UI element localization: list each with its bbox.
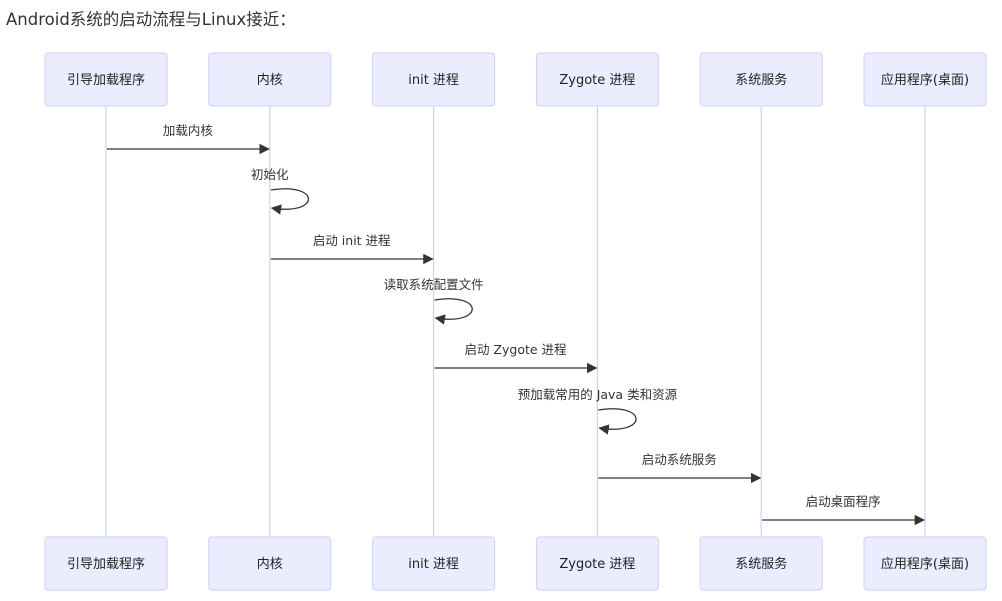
actor-bottom-4: 系统服务 bbox=[699, 536, 823, 591]
actor-box bbox=[372, 52, 496, 107]
message-label: 启动桌面程序 bbox=[806, 494, 881, 509]
message-3: 读取系统配置文件 bbox=[384, 277, 484, 325]
message-label: 启动 Zygote 进程 bbox=[464, 342, 567, 357]
self-message-arrow bbox=[598, 408, 637, 435]
actor-label: 应用程序(桌面) bbox=[881, 72, 969, 88]
actor-box bbox=[863, 52, 987, 107]
actor-label: init 进程 bbox=[408, 73, 459, 88]
actor-box bbox=[535, 52, 659, 107]
self-message-arrow bbox=[434, 298, 473, 325]
actor-bottom-0: 引导加载程序 bbox=[44, 536, 168, 591]
actor-top-2: init 进程 bbox=[372, 52, 496, 107]
actor-label: 引导加载程序 bbox=[67, 73, 145, 88]
actor-box bbox=[208, 536, 332, 591]
actor-box bbox=[699, 536, 823, 591]
actor-top-1: 内核 bbox=[208, 52, 332, 107]
actor-box bbox=[535, 536, 659, 591]
actor-top-3: Zygote 进程 bbox=[535, 52, 659, 107]
page-heading: Android系统的启动流程与Linux接近： bbox=[6, 10, 296, 29]
message-label: 加载内核 bbox=[163, 123, 214, 138]
actor-box bbox=[372, 536, 496, 591]
message-0: 加载内核 bbox=[107, 123, 270, 155]
actor-label: 系统服务 bbox=[735, 72, 787, 88]
message-7: 启动桌面程序 bbox=[762, 494, 926, 526]
message-label: 初始化 bbox=[251, 167, 289, 182]
actor-box bbox=[208, 52, 332, 107]
actor-label: 内核 bbox=[257, 72, 283, 88]
message-label: 预加载常用的 Java 类和资源 bbox=[518, 387, 678, 402]
message-6: 启动系统服务 bbox=[598, 452, 762, 484]
actor-bottom-5: 应用程序(桌面) bbox=[863, 536, 987, 591]
actor-top-5: 应用程序(桌面) bbox=[863, 52, 987, 107]
message-label: 启动 init 进程 bbox=[313, 233, 391, 248]
message-1: 初始化 bbox=[251, 167, 310, 215]
actor-bottom-1: 内核 bbox=[208, 536, 332, 591]
actor-box bbox=[699, 52, 823, 107]
message-4: 启动 Zygote 进程 bbox=[434, 342, 598, 374]
actor-bottom-3: Zygote 进程 bbox=[535, 536, 659, 591]
actor-label: 引导加载程序 bbox=[67, 557, 145, 572]
actor-label: Zygote 进程 bbox=[559, 73, 635, 88]
actor-label: 系统服务 bbox=[735, 556, 787, 572]
self-message-arrow bbox=[270, 188, 310, 215]
message-label: 读取系统配置文件 bbox=[384, 277, 484, 292]
message-5: 预加载常用的 Java 类和资源 bbox=[518, 387, 678, 435]
actor-box bbox=[44, 536, 168, 591]
message-label: 启动系统服务 bbox=[642, 452, 717, 467]
actor-top-4: 系统服务 bbox=[699, 52, 823, 107]
actor-label: init 进程 bbox=[408, 557, 459, 572]
actor-bottom-2: init 进程 bbox=[372, 536, 496, 591]
actor-label: 应用程序(桌面) bbox=[881, 556, 969, 572]
actor-label: Zygote 进程 bbox=[559, 557, 635, 572]
actor-top-0: 引导加载程序 bbox=[44, 52, 168, 107]
actor-box bbox=[44, 52, 168, 107]
message-2: 启动 init 进程 bbox=[270, 233, 434, 265]
actor-label: 内核 bbox=[257, 556, 283, 572]
actor-box bbox=[863, 536, 987, 591]
